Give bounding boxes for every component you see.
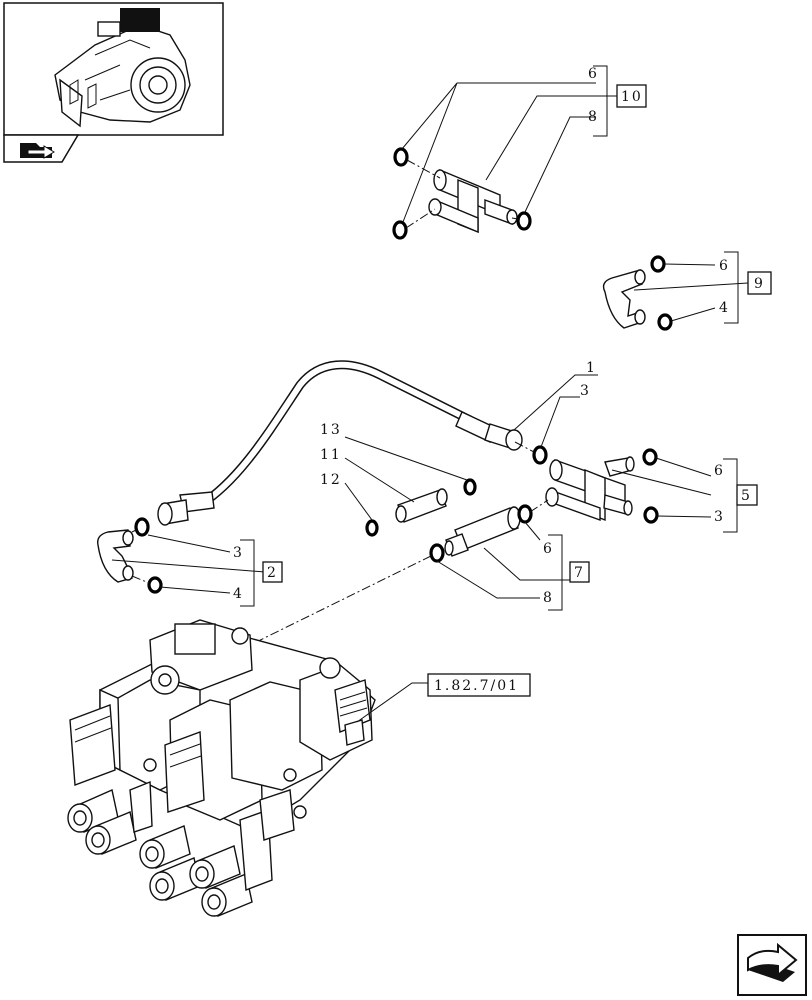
plug-fitting-11 [395, 488, 448, 523]
elbow-fitting-9 [602, 269, 646, 329]
page-reference-link[interactable]: 1.82.7/01 [434, 678, 519, 694]
folder-arrow-icon [20, 143, 55, 159]
callout-10: 10 [621, 89, 643, 105]
callout-7: 7 [574, 565, 585, 581]
callout-4: 4 [233, 586, 244, 602]
o-ring [516, 211, 532, 231]
o-ring [429, 543, 445, 563]
reference-box[interactable] [427, 673, 531, 697]
next-page-button[interactable] [737, 934, 807, 996]
adapter-fitting-7 [444, 506, 521, 557]
o-ring [517, 504, 533, 524]
callout-6: 6 [588, 66, 599, 82]
o-ring [392, 220, 408, 240]
o-ring [147, 576, 163, 594]
o-ring [365, 519, 379, 537]
o-ring [657, 313, 673, 331]
callout-8: 8 [543, 590, 554, 606]
callout-11: 11 [320, 447, 342, 463]
callout-3: 3 [580, 383, 591, 399]
tee-fitting-10 [428, 168, 518, 234]
tee-fitting-5 [545, 456, 635, 522]
next-page-arrow-icon [747, 942, 798, 982]
o-ring [134, 517, 150, 537]
control-valve-assembly [67, 619, 376, 917]
o-ring [650, 255, 666, 273]
transmission-housing-thumbnail-icon [54, 8, 191, 128]
callout-9: 9 [754, 276, 765, 292]
callout-5: 5 [741, 488, 752, 504]
elbow-fitting-2 [97, 529, 134, 583]
callout-6: 6 [714, 463, 725, 479]
section-tab[interactable] [3, 134, 80, 163]
callout-4: 4 [719, 300, 730, 316]
callout-3: 3 [714, 509, 725, 525]
thumbnail-frame[interactable] [3, 2, 224, 136]
o-ring [642, 448, 658, 466]
callout-13: 13 [320, 422, 342, 438]
callout-1: 1 [586, 360, 597, 376]
o-ring [393, 147, 409, 167]
callout-6: 6 [543, 541, 554, 557]
o-ring [532, 445, 548, 465]
callout-8: 8 [588, 109, 599, 125]
callout-3: 3 [233, 545, 244, 561]
callout-12: 12 [320, 472, 342, 488]
o-ring [643, 506, 659, 524]
hydraulic-hose-1 [157, 360, 523, 526]
o-ring [463, 478, 477, 496]
callout-2: 2 [267, 565, 278, 581]
quick-coupler-group [67, 780, 295, 917]
callout-6: 6 [719, 258, 730, 274]
